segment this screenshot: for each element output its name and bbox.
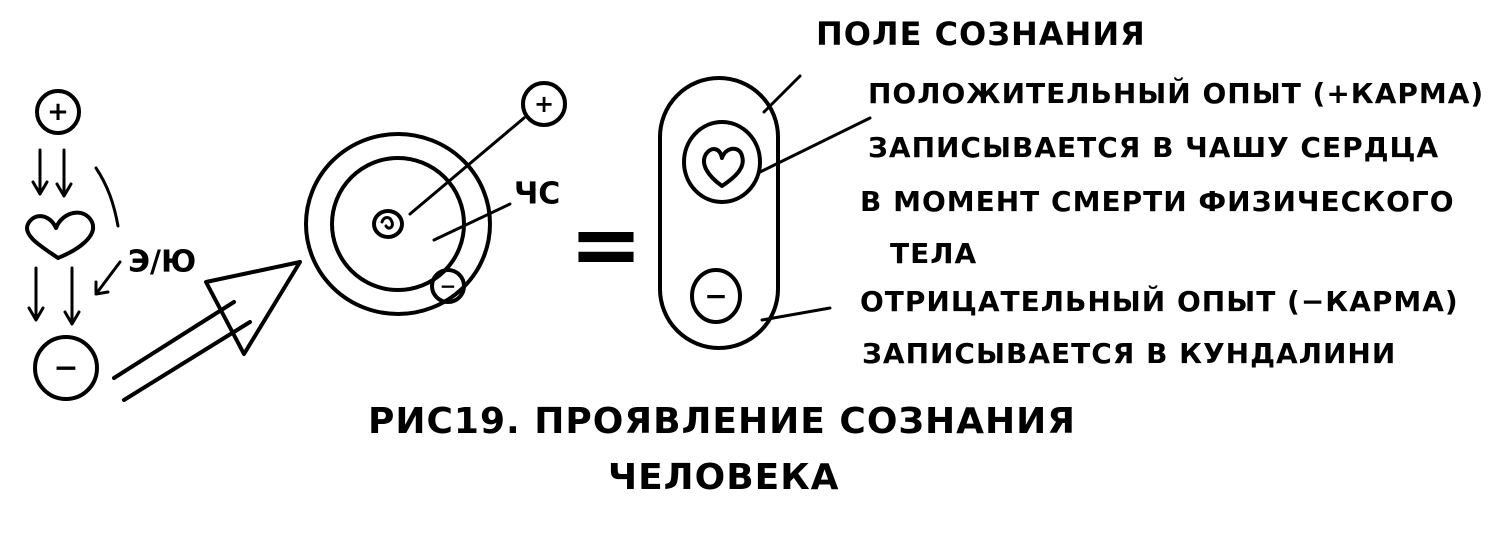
- atom-plus-symbol: +: [534, 90, 554, 118]
- caption-line1: РИС19. ПРОЯВЛЕНИЕ СОЗНАНИЯ: [368, 401, 1076, 442]
- large-arrow-icon: [112, 260, 302, 402]
- heart-icon: [25, 210, 96, 260]
- left-minus-symbol: −: [53, 351, 78, 386]
- caption-line2: ЧЕЛОВЕКА: [608, 457, 840, 498]
- atom-plus-pointer: [408, 116, 526, 216]
- plus-circle: [35, 89, 81, 135]
- positive-note-line2: ЗАПИСЫВАЕТСЯ В ЧАШУ СЕРДЦА: [868, 131, 1440, 164]
- capsule-minus-symbol: −: [704, 280, 727, 313]
- atom-minus-circle: [430, 268, 466, 304]
- ratio-pointer-curve: [94, 166, 120, 228]
- negative-note-line1: ОТРИЦАТЕЛЬНЫЙ ОПЫТ (−КАРМА): [860, 285, 1459, 318]
- positive-note-line1: ПОЛОЖИТЕЛЬНЫЙ ОПЫТ (+КАРМА): [868, 77, 1485, 110]
- atom-plus-circle: [521, 81, 567, 127]
- left-plus-symbol: +: [47, 97, 69, 127]
- down-arrow-icon: [31, 148, 73, 198]
- positive-note-pointer: [758, 116, 872, 174]
- atom-outer-orbit: [304, 132, 492, 316]
- left-column: + Э/Ю −: [25, 89, 196, 401]
- negative-note-line2: ЗАПИСЫВАЕТСЯ В КУНДАЛИНИ: [862, 337, 1397, 370]
- nucleus-heart-icon: [380, 216, 394, 230]
- equals-sign: =: [569, 193, 643, 296]
- heart-bowl-circle: [682, 120, 762, 204]
- atom-nucleus: [372, 209, 404, 239]
- atom-inner-orbit: [330, 156, 466, 292]
- field-label-pointer: [762, 74, 802, 114]
- field-label: ПОЛЕ СОЗНАНИЯ: [816, 15, 1146, 53]
- consciousness-capsule: −: [658, 74, 872, 350]
- atom-label-pointer: [432, 202, 512, 242]
- atom-label: ЧС: [514, 177, 560, 212]
- atom-figure: + − ЧС: [304, 81, 567, 316]
- capsule-outline: [658, 76, 780, 350]
- minus-circle: [33, 335, 99, 401]
- ratio-label: Э/Ю: [128, 245, 196, 280]
- negative-note-pointer: [760, 306, 832, 322]
- capsule-heart-icon: [702, 146, 745, 188]
- ratio-pointer-arrow: [94, 260, 122, 296]
- positive-note-line4: ТЕЛА: [890, 237, 978, 270]
- kundalini-circle: [690, 268, 742, 324]
- atom-minus-symbol: −: [440, 274, 457, 298]
- positive-note-line3: В МОМЕНТ СМЕРТИ ФИЗИЧЕСКОГО: [860, 185, 1455, 218]
- down-arrow-icon: [27, 266, 81, 326]
